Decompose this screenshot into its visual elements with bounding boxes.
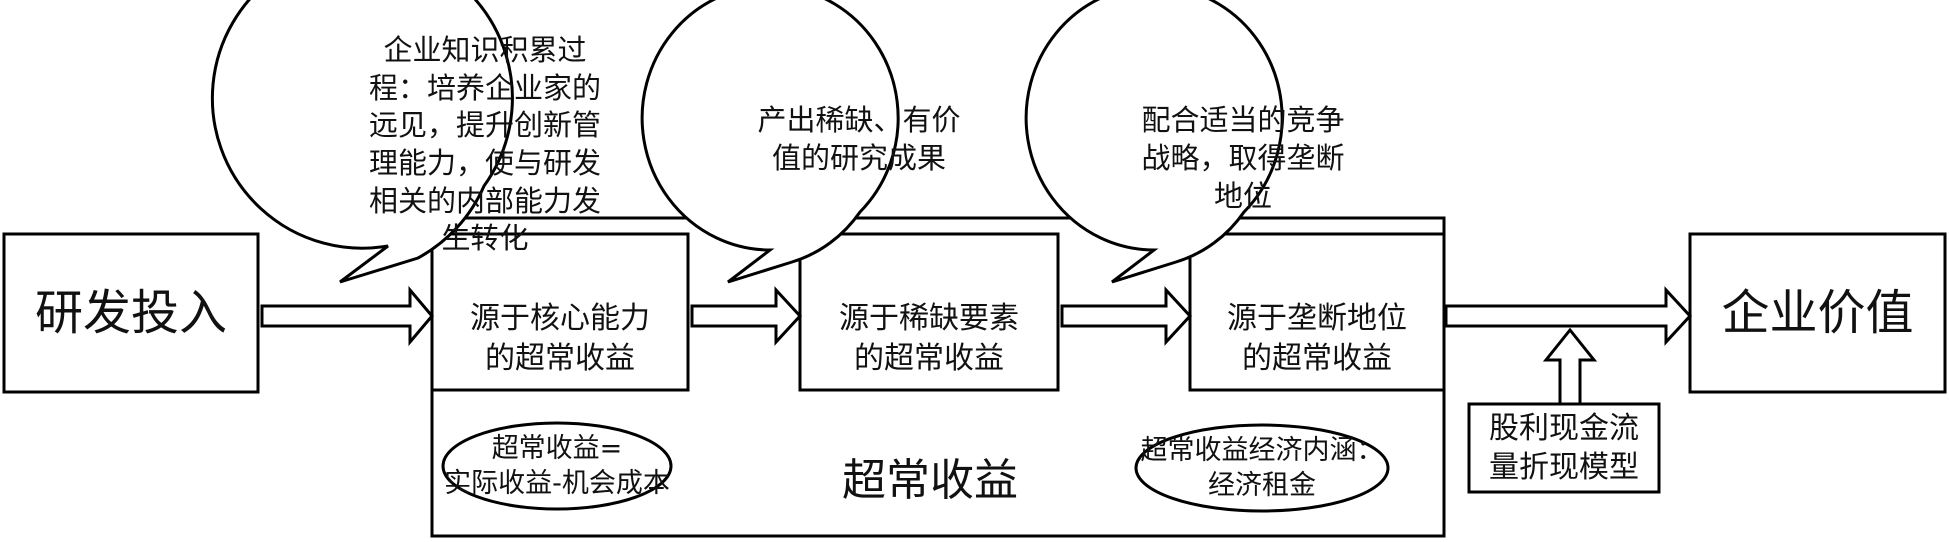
- connotation-text: 超常收益经济内涵： 经济租金: [1140, 434, 1384, 501]
- monopoly-label: 源于垄断地位 的超常收益: [1227, 300, 1407, 377]
- enterprise-value-box: [1688, 232, 1947, 394]
- knowledge-bubble: [210, 0, 514, 284]
- formula-ellipse: [441, 421, 673, 511]
- enterprise-value-label: 企业价值: [1721, 285, 1914, 341]
- dcf-model-box: [1467, 402, 1661, 494]
- arrow-scarce-to-monopoly: [1060, 286, 1193, 346]
- connotation-ellipse: [1134, 423, 1390, 513]
- rd-input-label: 研发投入: [34, 285, 227, 341]
- research-bubble-text: 产出稀缺、有价 值的研究成果: [757, 103, 961, 175]
- scarce-factor-box: [798, 232, 1060, 392]
- dcf-model-label: 股利现金流 量折现模型: [1489, 411, 1639, 485]
- excess-return-label: 超常收益: [842, 454, 1018, 506]
- core-capability-box: [430, 232, 690, 392]
- arrow-core-to-scarce: [690, 286, 803, 346]
- arrow-rd-to-core: [260, 285, 434, 347]
- monopoly-box: [1188, 232, 1446, 392]
- arrow-model-up: [1542, 327, 1598, 406]
- strategy-bubble-text: 配合适当的竞争 战略，取得垄断 地位: [1141, 103, 1345, 213]
- knowledge-bubble-text: 企业知识积累过 程：培养企业家的 远见，提升创新管 理能力，使与研发 相关的内部…: [368, 32, 601, 256]
- scarce-factor-label: 源于稀缺要素 的超常收益: [839, 300, 1019, 377]
- formula-text: 超常收益= 实际收益-机会成本: [444, 432, 670, 499]
- strategy-bubble: [1024, 0, 1284, 284]
- research-bubble: [640, 0, 900, 284]
- core-capability-label: 源于核心能力 的超常收益: [470, 300, 650, 377]
- rd-input-box: [2, 232, 260, 394]
- arrow-monopoly-to-value: [1444, 286, 1693, 346]
